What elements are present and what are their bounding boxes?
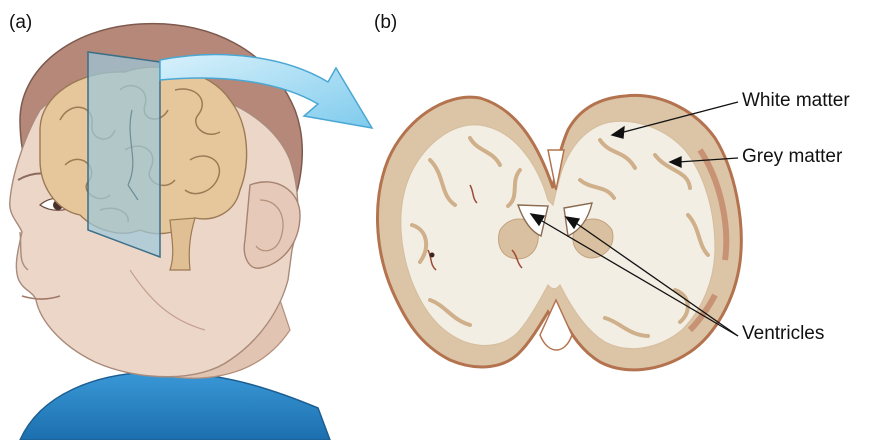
- ventricles-label: Ventricles: [742, 323, 824, 345]
- coronal-brain-slice: [377, 95, 741, 369]
- grey-matter-label: Grey matter: [742, 146, 842, 168]
- panel-a-label: (a): [9, 12, 32, 34]
- shirt: [20, 372, 330, 440]
- white-matter-label: White matter: [742, 90, 850, 112]
- slicing-plane: [88, 52, 160, 257]
- panel-b-label: (b): [374, 12, 397, 34]
